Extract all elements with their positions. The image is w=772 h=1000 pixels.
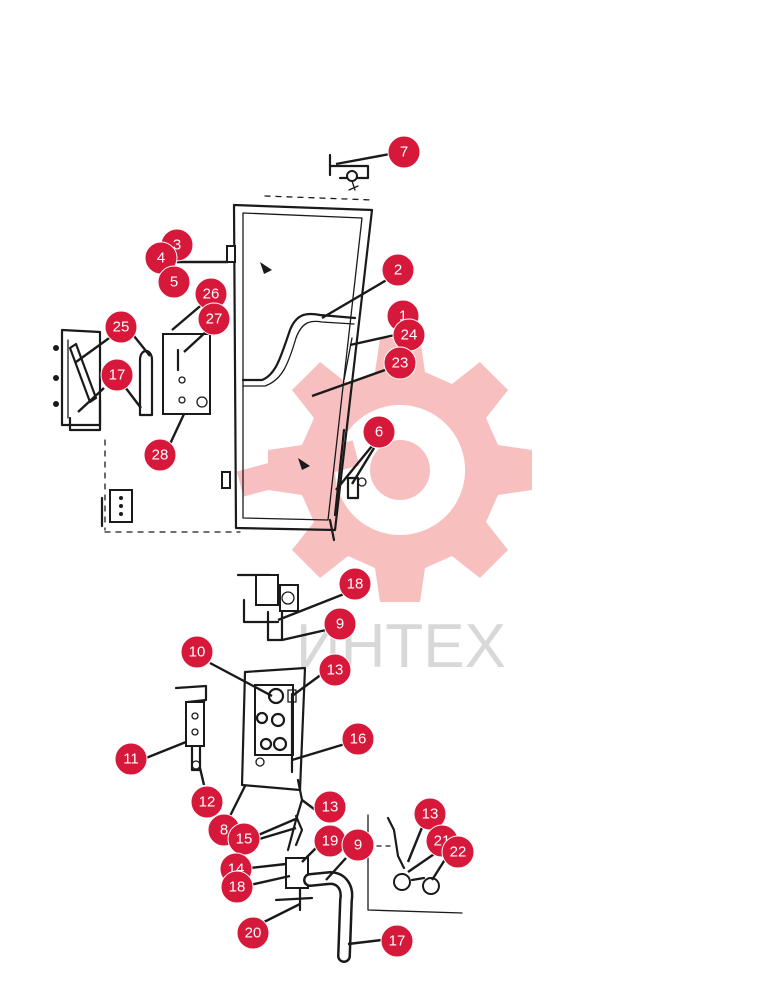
callout-2: 2 (381, 253, 415, 287)
lock-plate (162, 333, 211, 415)
callout-label: 17 (109, 367, 126, 384)
callout-11: 11 (114, 742, 148, 776)
callout-badge (362, 415, 396, 449)
switch-box (100, 489, 133, 528)
callout-12: 12 (190, 785, 224, 819)
callout-label: 13 (327, 662, 344, 679)
door-frame (104, 195, 374, 542)
callout-label: 4 (157, 250, 165, 267)
callout-10: 10 (180, 635, 214, 669)
callout-badge (104, 310, 138, 344)
callout-label: 26 (203, 286, 220, 303)
callout-badge (380, 924, 414, 958)
callout-label: 28 (152, 447, 169, 464)
callout-13: 13 (318, 653, 352, 687)
callout-13: 13 (413, 797, 447, 831)
callout-label: 17 (389, 933, 406, 950)
top-latch-part (328, 153, 370, 191)
callout-22: 22 (441, 835, 475, 869)
callout-label: 23 (392, 355, 409, 372)
watermark-logo (236, 338, 532, 602)
callout-label: 8 (220, 822, 228, 839)
callout-badge (220, 870, 254, 904)
callout-label: 24 (401, 327, 418, 344)
callout-badge (318, 653, 352, 687)
callout-badge (387, 135, 421, 169)
callout-label: 13 (322, 799, 339, 816)
callout-badge (190, 785, 224, 819)
mounting-plate (240, 666, 307, 792)
callout-badge (100, 358, 134, 392)
callout-badge (441, 835, 475, 869)
callout-label: 9 (336, 616, 344, 633)
watermark-bar-icon (236, 440, 360, 497)
callout-17: 17 (380, 924, 414, 958)
callout-badge (197, 302, 231, 336)
callout-28: 28 (143, 438, 177, 472)
callout-label: 5 (170, 274, 178, 291)
callout-label: 25 (113, 319, 130, 336)
callout-label: 9 (354, 837, 362, 854)
handle-assembly-11 (174, 684, 208, 772)
callout-23: 23 (383, 346, 417, 380)
callout-badge (341, 828, 375, 862)
callout-label: 6 (375, 424, 383, 441)
callout-label: 13 (422, 806, 439, 823)
bent-pipe-17 (303, 870, 354, 963)
callout-badge (180, 635, 214, 669)
callout-badge (341, 722, 375, 756)
callout-16: 16 (341, 722, 375, 756)
callout-9: 9 (323, 607, 357, 641)
callout-7: 7 (387, 135, 421, 169)
callout-label: 18 (229, 879, 246, 896)
door-lock-part (346, 476, 367, 500)
callout-label: 22 (450, 844, 467, 861)
callout-badge (114, 742, 148, 776)
callout-label: 18 (347, 576, 364, 593)
callout-label: 27 (206, 311, 223, 328)
callout-badge (338, 567, 372, 601)
callout-18: 18 (338, 567, 372, 601)
callout-label: 16 (350, 731, 367, 748)
upper-mechanism (236, 573, 299, 642)
callout-label: 20 (245, 925, 262, 942)
callout-15: 15 (227, 822, 261, 856)
leader-lines (75, 152, 448, 946)
callout-badge (383, 346, 417, 380)
callout-17: 17 (100, 358, 134, 392)
callout-badge (143, 438, 177, 472)
callout-label: 3 (173, 237, 181, 254)
callout-badge (323, 607, 357, 641)
callout-badge (157, 265, 191, 299)
callout-25: 25 (104, 310, 138, 344)
callout-9: 9 (341, 828, 375, 862)
callout-badge (313, 790, 347, 824)
callout-label: 12 (199, 794, 216, 811)
callout-18: 18 (220, 870, 254, 904)
callout-24: 24 (392, 318, 426, 352)
callout-26: 26 (194, 277, 228, 311)
callout-label: 19 (322, 833, 339, 850)
callout-label: 7 (400, 144, 408, 161)
callout-5: 5 (157, 265, 191, 299)
callout-6: 6 (362, 415, 396, 449)
callout-label: 15 (236, 831, 253, 848)
callout-label: 11 (123, 751, 139, 768)
callout-badge (236, 916, 270, 950)
callout-label: 10 (189, 644, 206, 661)
callout-20: 20 (236, 916, 270, 950)
callout-27: 27 (197, 302, 231, 336)
rod-linkage (274, 778, 314, 912)
callout-label: 2 (394, 262, 402, 279)
right-bracket (367, 814, 463, 914)
callouts: 7 3 4 5 2 26 27 25 (100, 135, 475, 958)
callout-badge (381, 253, 415, 287)
callout-13: 13 (313, 790, 347, 824)
watermark-core-icon (370, 440, 430, 500)
callout-label: 1 (399, 308, 407, 325)
callout-19: 19 (313, 824, 347, 858)
